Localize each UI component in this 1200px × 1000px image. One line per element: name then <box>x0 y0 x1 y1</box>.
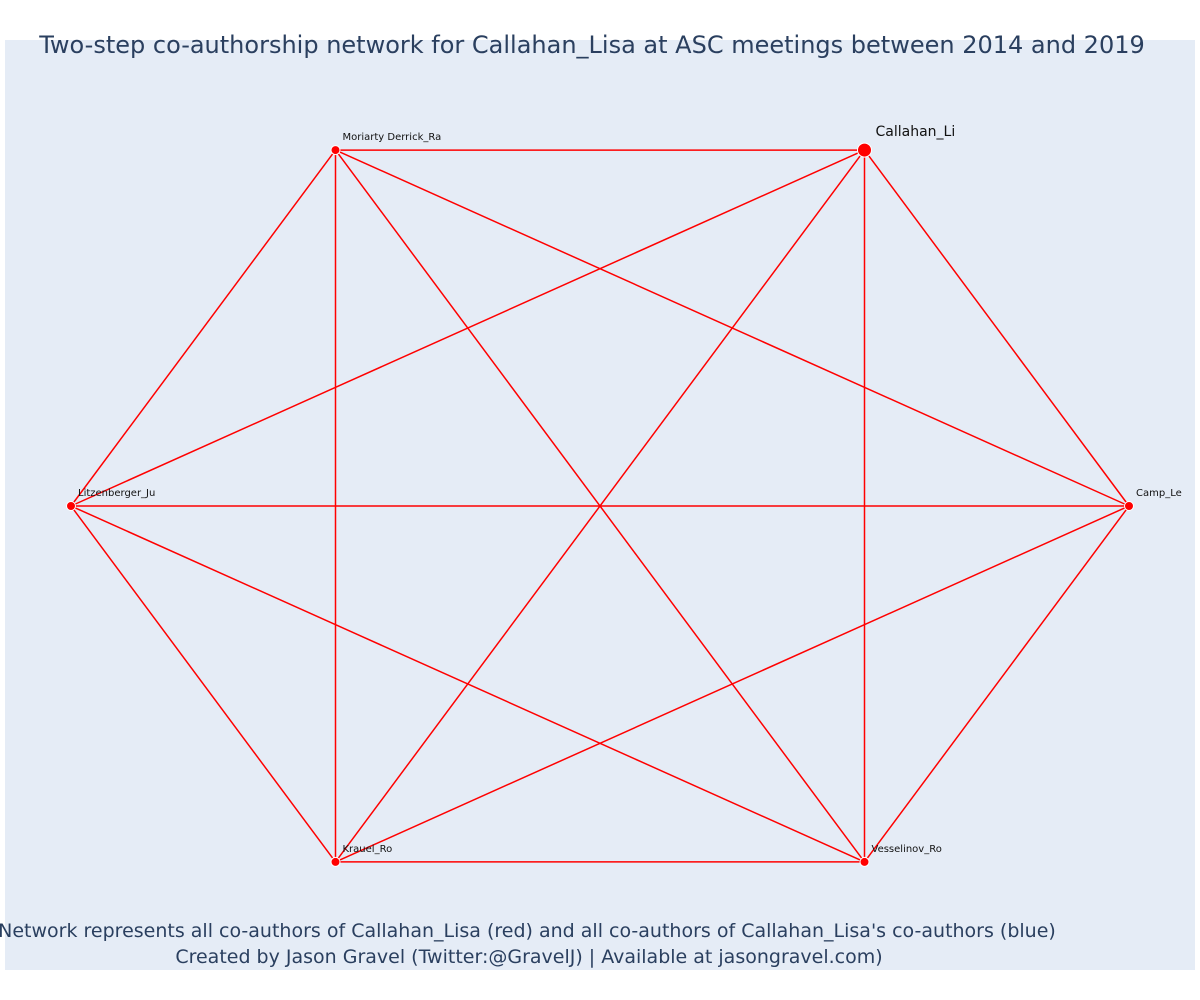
node-label-krauel: Krauel_Ro <box>343 844 393 855</box>
edge-vesselinov-moriarty <box>334 149 866 863</box>
node-label-litzenberger: Litzenberger_Ju <box>78 488 155 499</box>
node-callahan[interactable] <box>857 142 872 158</box>
node-label-vesselinov: Vesselinov_Ro <box>872 844 942 855</box>
edge-layer <box>70 149 1130 863</box>
node-vesselinov[interactable] <box>859 856 870 867</box>
node-litzenberger[interactable] <box>66 501 76 511</box>
caption-line-2: Created by Jason Gravel (Twitter:@Gravel… <box>175 946 882 968</box>
edge-krauel-litzenberger <box>70 505 337 863</box>
edge-litzenberger-moriarty <box>70 149 337 507</box>
node-label-callahan: Callahan_Li <box>876 124 956 140</box>
figure-title: Two-step co-authorship network for Calla… <box>38 31 1145 59</box>
node-krauel[interactable] <box>330 856 341 867</box>
edge-camp-moriarty <box>335 149 1130 507</box>
node-label-moriarty: Moriarty Derrick_Ra <box>343 132 442 143</box>
node-label-camp: Camp_Le <box>1136 488 1182 499</box>
node-moriarty[interactable] <box>330 145 341 156</box>
edge-vesselinov-litzenberger <box>70 505 865 863</box>
node-camp[interactable] <box>1124 501 1134 511</box>
edge-camp-vesselinov <box>863 505 1130 863</box>
edge-callahan-camp <box>863 149 1130 507</box>
caption-line-1: Network represents all co-authors of Cal… <box>0 920 1056 942</box>
